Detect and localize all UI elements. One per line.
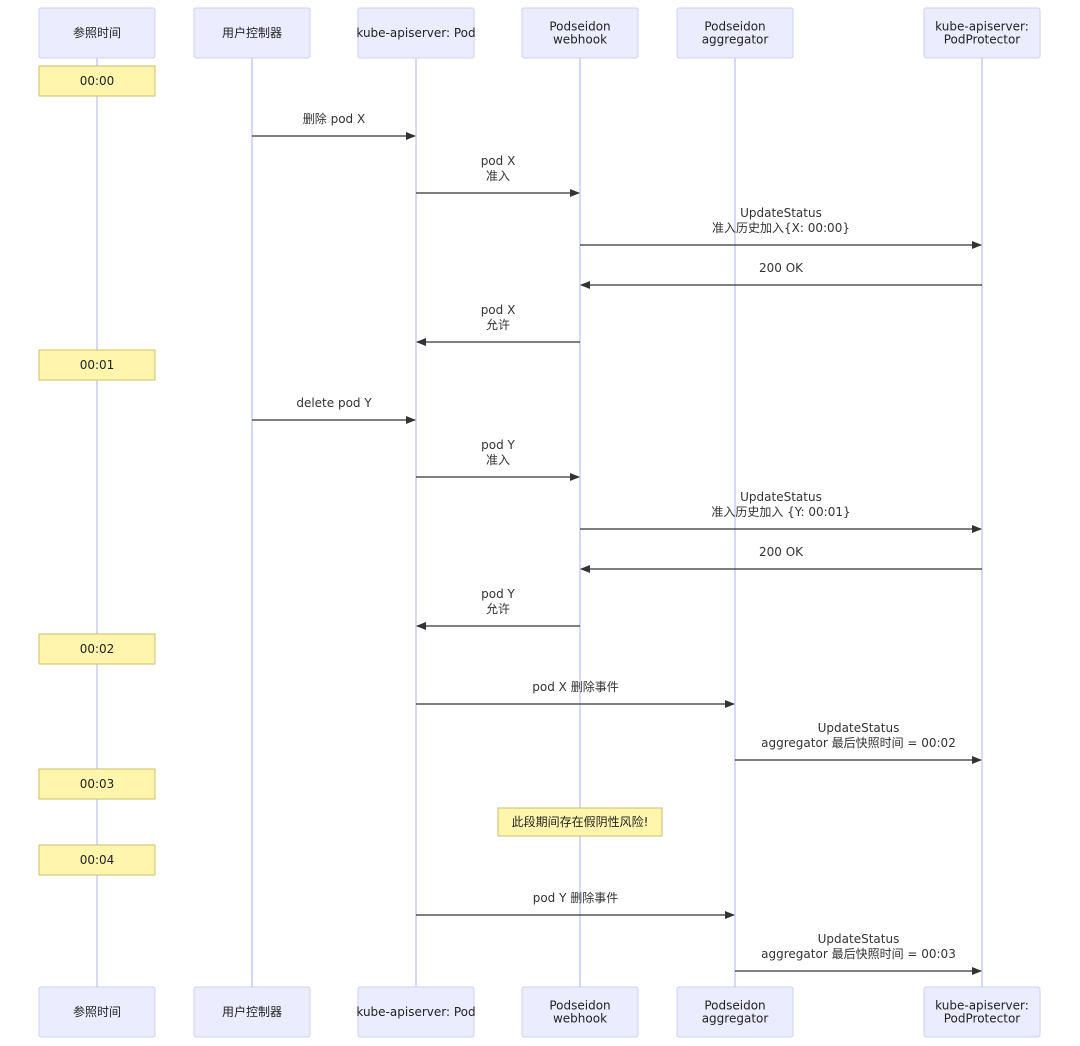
message-label: 允许 bbox=[486, 601, 510, 616]
actor-label: Podseidon bbox=[704, 20, 765, 34]
message-label: 准入历史加入 {Y: 00:01} bbox=[711, 505, 850, 519]
actor-label: kube-apiserver: bbox=[935, 999, 1029, 1013]
message-label: 200 OK bbox=[759, 261, 804, 275]
actor-box bbox=[676, 986, 794, 1038]
message: pod Y 删除事件 bbox=[416, 890, 735, 919]
message-label: delete pod Y bbox=[296, 396, 372, 410]
message-label: 准入 bbox=[486, 453, 510, 467]
time-note-label: 00:02 bbox=[80, 642, 115, 656]
message: pod X准入 bbox=[416, 154, 580, 197]
message: pod Y准入 bbox=[416, 438, 580, 481]
time-note-label: 00:04 bbox=[80, 853, 115, 867]
actor-label: Podseidon bbox=[549, 20, 610, 34]
time-note-box bbox=[38, 65, 156, 97]
actor-box bbox=[38, 986, 156, 1038]
message-label: pod Y bbox=[481, 587, 515, 601]
actor-box bbox=[521, 7, 639, 59]
actor-box bbox=[193, 7, 311, 59]
risk-note-box bbox=[497, 807, 663, 837]
actor-label: webhook bbox=[553, 33, 607, 47]
message: 200 OK bbox=[580, 545, 982, 573]
actor-ref-bottom: 参照时间 bbox=[38, 986, 156, 1038]
time-note: 00:01 bbox=[38, 349, 156, 381]
message-label: UpdateStatus bbox=[818, 721, 900, 735]
message: delete pod Y bbox=[252, 396, 416, 424]
message-label: pod Y 删除事件 bbox=[533, 890, 619, 905]
message-label: pod Y bbox=[481, 438, 515, 452]
message-label: UpdateStatus bbox=[740, 206, 822, 220]
time-note: 00:03 bbox=[38, 768, 156, 800]
actor-box bbox=[923, 986, 1041, 1038]
message: 删除 pod X bbox=[252, 111, 416, 140]
actor-box bbox=[193, 986, 311, 1038]
time-note: 00:04 bbox=[38, 844, 156, 876]
actor-label: 用户控制器 bbox=[222, 25, 282, 40]
message: pod X 删除事件 bbox=[416, 679, 735, 708]
message-label: 删除 pod X bbox=[303, 111, 365, 126]
message-label: UpdateStatus bbox=[740, 490, 822, 504]
actor-label: kube-apiserver: Pod bbox=[356, 1005, 475, 1019]
risk-note: 此段期间存在假阴性风险! bbox=[497, 807, 663, 837]
time-note-label: 00:00 bbox=[80, 74, 115, 88]
actor-label: webhook bbox=[553, 1012, 607, 1026]
actor-apipod-bottom: kube-apiserver: Pod bbox=[356, 986, 476, 1038]
actor-box bbox=[521, 986, 639, 1038]
actor-label: 参照时间 bbox=[73, 1004, 121, 1019]
actor-label: aggregator bbox=[702, 33, 769, 47]
message: pod Y允许 bbox=[416, 587, 580, 630]
actor-ref-top: 参照时间 bbox=[38, 7, 156, 59]
actor-label: Podseidon bbox=[704, 999, 765, 1013]
message-label: 准入历史加入{X: 00:00} bbox=[712, 221, 850, 235]
message-label: pod X bbox=[481, 303, 516, 317]
message: pod X允许 bbox=[416, 303, 580, 346]
time-note-box bbox=[38, 633, 156, 665]
message-label: aggregator 最后快照时间 = 00:03 bbox=[761, 947, 956, 961]
actor-user-top: 用户控制器 bbox=[193, 7, 311, 59]
message-label: aggregator 最后快照时间 = 00:02 bbox=[761, 736, 956, 750]
actor-label: 用户控制器 bbox=[222, 1004, 282, 1019]
time-note: 00:02 bbox=[38, 633, 156, 665]
actor-box bbox=[676, 7, 794, 59]
time-note-box bbox=[38, 844, 156, 876]
actor-label: PodProtector bbox=[944, 1012, 1021, 1026]
message-label: pod X 删除事件 bbox=[532, 679, 618, 694]
actor-box bbox=[357, 986, 475, 1038]
message-label: pod X bbox=[481, 154, 516, 168]
actor-apipod-top: kube-apiserver: Pod bbox=[356, 7, 476, 59]
risk-note-label: 此段期间存在假阴性风险! bbox=[512, 814, 649, 829]
actor-label: kube-apiserver: bbox=[935, 20, 1029, 34]
message-label: 允许 bbox=[486, 317, 510, 332]
time-note-label: 00:03 bbox=[80, 777, 115, 791]
time-note-label: 00:01 bbox=[80, 358, 115, 372]
time-note-box bbox=[38, 768, 156, 800]
actor-label: PodProtector bbox=[944, 33, 1021, 47]
actor-label: 参照时间 bbox=[73, 25, 121, 40]
message: 200 OK bbox=[580, 261, 982, 289]
message-label: 准入 bbox=[486, 169, 510, 183]
actor-user-bottom: 用户控制器 bbox=[193, 986, 311, 1038]
actor-box bbox=[357, 7, 475, 59]
actor-protector-top: kube-apiserver:PodProtector bbox=[923, 7, 1041, 59]
actor-box bbox=[38, 7, 156, 59]
time-note-box bbox=[38, 349, 156, 381]
actor-label: Podseidon bbox=[549, 999, 610, 1013]
actor-box bbox=[923, 7, 1041, 59]
actor-protector-bottom: kube-apiserver:PodProtector bbox=[923, 986, 1041, 1038]
actor-label: aggregator bbox=[702, 1012, 769, 1026]
time-note: 00:00 bbox=[38, 65, 156, 97]
actor-label: kube-apiserver: Pod bbox=[356, 26, 475, 40]
message-label: 200 OK bbox=[759, 545, 804, 559]
message-label: UpdateStatus bbox=[818, 932, 900, 946]
